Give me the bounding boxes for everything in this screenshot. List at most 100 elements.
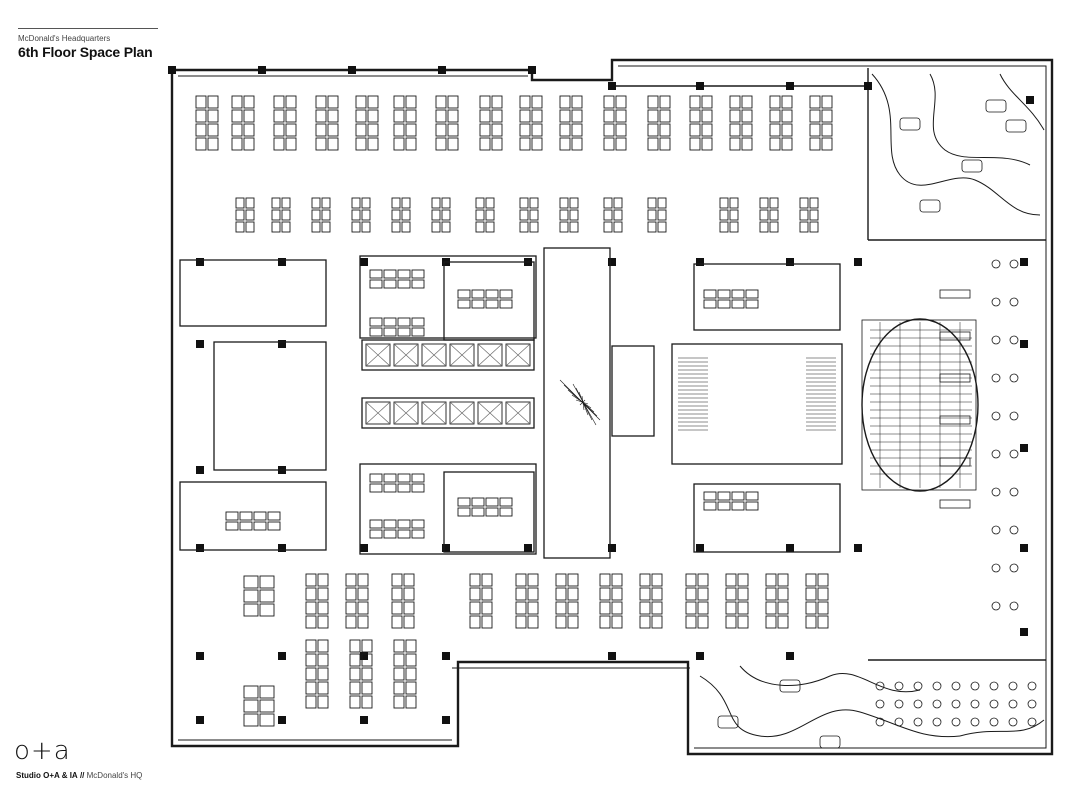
workstation <box>603 137 615 151</box>
workstation <box>529 221 539 233</box>
cafe-table <box>951 717 961 727</box>
workstation <box>527 615 539 629</box>
cafe-tables <box>875 259 1037 727</box>
workstation <box>405 137 417 151</box>
workstation <box>327 95 339 109</box>
column <box>864 82 872 90</box>
column <box>786 82 794 90</box>
workstation <box>599 587 611 601</box>
workstation <box>267 511 281 521</box>
workstation <box>367 123 379 137</box>
workstation <box>239 511 253 521</box>
workstation <box>697 573 709 587</box>
cafe-table <box>991 487 1001 497</box>
workstation <box>639 601 651 615</box>
column <box>1020 628 1028 636</box>
workstation <box>369 327 383 337</box>
workstation <box>571 123 583 137</box>
elevator-cab <box>421 401 447 425</box>
workstation <box>491 109 503 123</box>
workstation <box>531 109 543 123</box>
auditorium <box>861 318 979 492</box>
cafe-table <box>991 449 1001 459</box>
workstation <box>239 521 253 531</box>
workstation <box>383 483 397 493</box>
workstation <box>717 289 731 299</box>
workstation <box>235 209 245 221</box>
cafe-table <box>1009 449 1019 459</box>
workstation <box>259 713 275 727</box>
workstation <box>383 317 397 327</box>
workstation <box>529 197 539 209</box>
workstation <box>647 123 659 137</box>
workstation <box>685 615 697 629</box>
workstation <box>479 95 491 109</box>
column <box>854 544 862 552</box>
workstation <box>305 681 317 695</box>
workstation <box>701 137 713 151</box>
workstation <box>441 197 451 209</box>
workstation <box>769 137 781 151</box>
hatch-line <box>421 401 447 425</box>
workstation <box>397 317 411 327</box>
workstation <box>765 587 777 601</box>
dining-table <box>939 415 971 425</box>
column <box>786 544 794 552</box>
workstation <box>383 269 397 279</box>
workstation <box>281 221 291 233</box>
cafe-table <box>1008 717 1018 727</box>
workstation <box>737 573 749 587</box>
workstation <box>741 95 753 109</box>
workstation <box>207 137 219 151</box>
workstation <box>361 639 373 653</box>
workstation <box>559 123 571 137</box>
workstation <box>369 317 383 327</box>
column <box>196 466 204 474</box>
workstation <box>479 137 491 151</box>
workstation <box>531 123 543 137</box>
workstation <box>639 573 651 587</box>
workstation <box>799 209 809 221</box>
workstation <box>559 197 569 209</box>
cafe-table <box>875 717 885 727</box>
workstation <box>725 573 737 587</box>
workstation <box>225 521 239 531</box>
workstation <box>195 109 207 123</box>
workstation <box>397 327 411 337</box>
stair-tread <box>571 394 592 409</box>
workstation <box>391 587 403 601</box>
workstation <box>243 95 255 109</box>
workstation <box>397 473 411 483</box>
workstation <box>701 109 713 123</box>
cafe-table <box>932 699 942 709</box>
workstation <box>271 209 281 221</box>
workstation <box>741 123 753 137</box>
column <box>696 82 704 90</box>
cafe-table <box>1009 601 1019 611</box>
column <box>438 66 446 74</box>
workstation <box>351 197 361 209</box>
workstation <box>769 209 779 221</box>
column <box>442 716 450 724</box>
workstation <box>647 95 659 109</box>
cafe-table <box>970 681 980 691</box>
workstation <box>317 681 329 695</box>
workstation <box>731 289 745 299</box>
lounge-seat <box>985 99 1007 113</box>
workstation <box>447 109 459 123</box>
cafe-table <box>1009 259 1019 269</box>
cafe-table <box>1009 525 1019 535</box>
workstation <box>447 137 459 151</box>
workstation <box>391 573 403 587</box>
workstation <box>697 601 709 615</box>
workstation <box>821 137 833 151</box>
workstation <box>367 95 379 109</box>
elevator-cab <box>477 401 503 425</box>
workstation <box>731 299 745 309</box>
workstation <box>559 209 569 221</box>
workstation <box>515 615 527 629</box>
workstation <box>611 573 623 587</box>
workstation <box>571 137 583 151</box>
stair-tread <box>572 383 597 426</box>
column <box>608 544 616 552</box>
